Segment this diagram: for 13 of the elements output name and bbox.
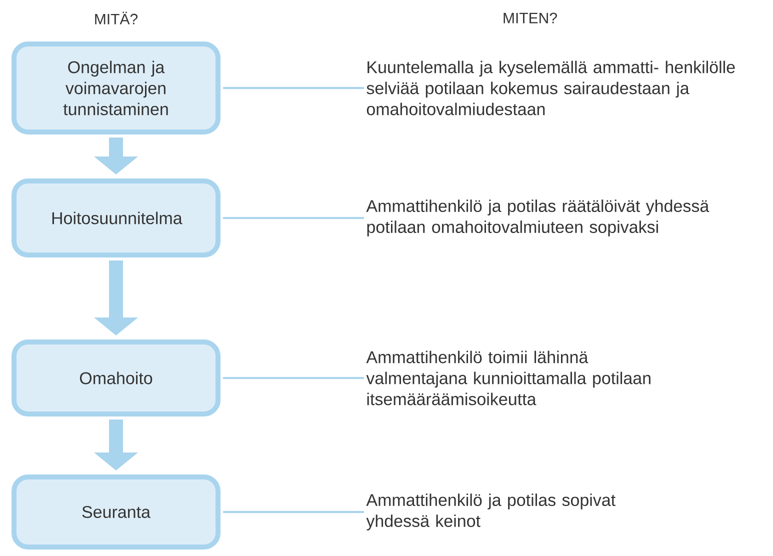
process-box: Hoitosuunnitelma [12, 178, 220, 258]
description-text: Kuuntelemalla ja kyselemällä ammatti- henkilölle selviää potilaan kokemus sairaudestaan ja omahoitovalmiudestaan [366, 60, 735, 116]
process-box: Omahoito [12, 340, 220, 416]
description-text: Ammattihenkilö toimii lähinnä valmentajana kunnioittamalla potilaan itsemääräämisoikeutta [366, 350, 650, 406]
arrow [94, 138, 138, 174]
column-heading: MITÄ? [95, 12, 138, 24]
arrow [94, 420, 138, 470]
column-heading: MITEN? [504, 12, 557, 24]
description-text: Ammattihenkilö ja potilas räätälöivät yhdessä potilaan omahoitovalmiuteen sopivaksi [366, 200, 710, 236]
process-box: Seuranta [12, 474, 220, 550]
description-text: Ammattihenkilö ja potilas sopivat yhdessä keinot [366, 494, 616, 530]
process-box: Ongelman ja voimavarojen tunnistaminen [12, 42, 220, 134]
arrow [94, 260, 138, 336]
